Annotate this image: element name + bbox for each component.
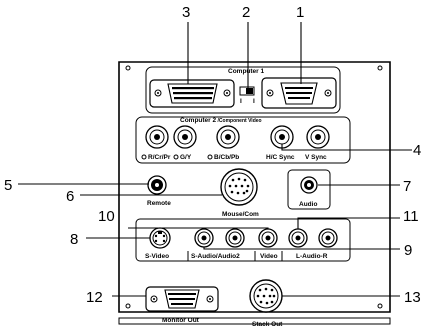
computer2-group-frame (135, 116, 351, 164)
video-group-frame (135, 218, 351, 262)
s-audio-jack-right (225, 228, 245, 248)
panel-screw-hole (377, 303, 383, 309)
b-cb-pb-label: B/Cb/Pb (214, 154, 239, 161)
indicator-circle (207, 154, 213, 160)
callout-number-6: 6 (66, 188, 74, 205)
v-sync-label: V Sync (305, 154, 327, 161)
callout-line-10 (128, 227, 269, 229)
computer1-label: Computer 1 (228, 68, 265, 75)
callout-number-4: 4 (413, 142, 421, 159)
switch-mark-right: I (253, 98, 255, 105)
monitor-out-connector (145, 286, 219, 312)
switch-mark-left: I (240, 98, 242, 105)
video-jack (258, 228, 278, 248)
audio-jack (300, 176, 318, 194)
dvi-connector (149, 79, 235, 108)
callout-number-7: 7 (403, 178, 411, 195)
r-audio-jack (318, 228, 338, 248)
rca-jack-r-cr-pr (145, 125, 169, 149)
l-audio-jack (288, 228, 308, 248)
callout-number-13: 13 (404, 289, 421, 306)
indicator-circle (173, 154, 179, 160)
mouse-com-port (220, 168, 258, 206)
panel-screw-hole (125, 65, 131, 71)
audio-group-frame (287, 169, 331, 210)
audio-label: Audio (299, 201, 317, 208)
callout-number-11: 11 (403, 208, 419, 225)
callout-number-8: 8 (70, 231, 78, 248)
remote-port (147, 175, 167, 195)
l-audio-r-label: L-Audio-R (296, 253, 328, 260)
panel-screw-hole (377, 65, 383, 71)
stack-out-label: Stack Out (252, 321, 283, 328)
s-video-label: S-Video (145, 253, 169, 260)
mouse-com-label: Mouse/Com (222, 211, 259, 218)
rca-jack-g-y (173, 125, 197, 149)
callout-number-9: 9 (404, 242, 412, 259)
callout-number-10: 10 (98, 208, 115, 225)
s-audio-audio2-label: S-Audio/Audio2 (191, 253, 240, 260)
callout-number-3: 3 (182, 4, 190, 21)
panel-bottom-strip (118, 317, 391, 325)
monitor-out-label: Monitor Out (162, 317, 200, 324)
s-audio-jack-left (194, 228, 214, 248)
callout-line-4 (281, 144, 412, 151)
s-video-port (149, 227, 171, 249)
h-c-sync-label: H/C Sync (266, 154, 295, 161)
computer1-switch: I I (239, 86, 255, 105)
remote-label: Remote (147, 200, 171, 207)
callout-number-2: 2 (242, 4, 250, 21)
computer1-vga-connector (261, 77, 337, 109)
rca-jack-v-sync (306, 125, 330, 149)
video-label: Video (260, 253, 278, 260)
rca-jack-h-c-sync (270, 125, 294, 149)
stack-out-port (249, 279, 283, 313)
panel-screw-hole (125, 303, 131, 309)
g-y-label: G/Y (180, 154, 192, 161)
computer2-label: Computer 2 /Component Video (180, 117, 262, 124)
indicator-circle (141, 154, 147, 160)
callout-line-11 (297, 217, 400, 229)
rca-jack-b-cb-pb (216, 125, 240, 149)
r-cr-pr-label: R/Cr/Pr (148, 154, 171, 161)
computer1-group-frame (145, 66, 341, 114)
callout-number-1: 1 (296, 4, 304, 21)
callout-line-9 (203, 247, 400, 250)
callout-number-5: 5 (4, 177, 12, 194)
callout-number-12: 12 (86, 289, 103, 306)
